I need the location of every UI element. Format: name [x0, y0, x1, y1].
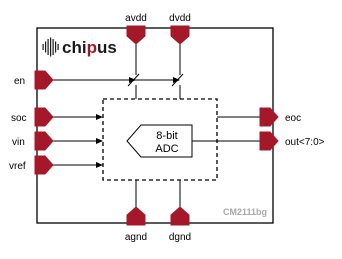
pin-vin: vin [12, 131, 54, 151]
pin-agnd-marker [126, 206, 146, 226]
pin-en: en [14, 70, 54, 90]
pin-dvdd-label: dvdd [169, 13, 191, 24]
output-wiring [192, 116, 260, 142]
adc-label-line1: 8-bit [156, 130, 177, 142]
pin-vref-label: vref [9, 161, 26, 172]
pin-en-marker [34, 70, 54, 90]
pin-avdd: avdd [125, 13, 147, 45]
logo-wave-icon [42, 37, 59, 57]
vref-arrow [96, 162, 103, 168]
adc-shape [126, 124, 193, 158]
pin-soc-marker [34, 107, 54, 127]
pin-soc-label: soc [11, 113, 27, 124]
pin-avdd-label: avdd [125, 13, 147, 24]
pin-dvdd: dvdd [169, 13, 191, 45]
input-wiring [47, 116, 99, 166]
pin-dgnd-label: dgnd [169, 232, 191, 243]
pin-eoc-marker [259, 107, 279, 127]
pin-vin-marker [34, 131, 54, 151]
pin-avdd-marker [126, 25, 146, 45]
pin-out: out<7:0> [259, 131, 325, 151]
pin-dgnd-marker [170, 206, 190, 226]
vin-arrow [96, 138, 103, 144]
adc-dashed-box [102, 98, 218, 181]
part-number: CM2111bg [223, 207, 267, 217]
chipus-logo: chipus [42, 37, 117, 57]
pin-out-marker [259, 131, 279, 151]
pin-soc: soc [11, 107, 54, 127]
pin-vref: vref [9, 155, 54, 175]
pin-dgnd: dgnd [169, 206, 191, 243]
pin-eoc: eoc [259, 107, 301, 127]
soc-arrow [96, 114, 103, 120]
adc-label-line2: ADC [155, 143, 178, 155]
ground-wiring [135, 180, 181, 208]
en-avdd-switch-arrow [129, 77, 136, 83]
pin-vin-label: vin [12, 137, 25, 148]
pin-vref-marker [34, 155, 54, 175]
pin-out-label: out<7:0> [285, 137, 325, 148]
pin-agnd: agnd [125, 206, 147, 243]
logo-text: chipus [62, 38, 117, 57]
en-dvdd-switch-arrow [173, 77, 180, 83]
pin-agnd-label: agnd [125, 232, 147, 243]
adc-block: 8-bit ADC [126, 124, 193, 158]
pin-en-label: en [14, 76, 25, 87]
pin-eoc-label: eoc [285, 113, 301, 124]
pin-dvdd-marker [170, 25, 190, 45]
